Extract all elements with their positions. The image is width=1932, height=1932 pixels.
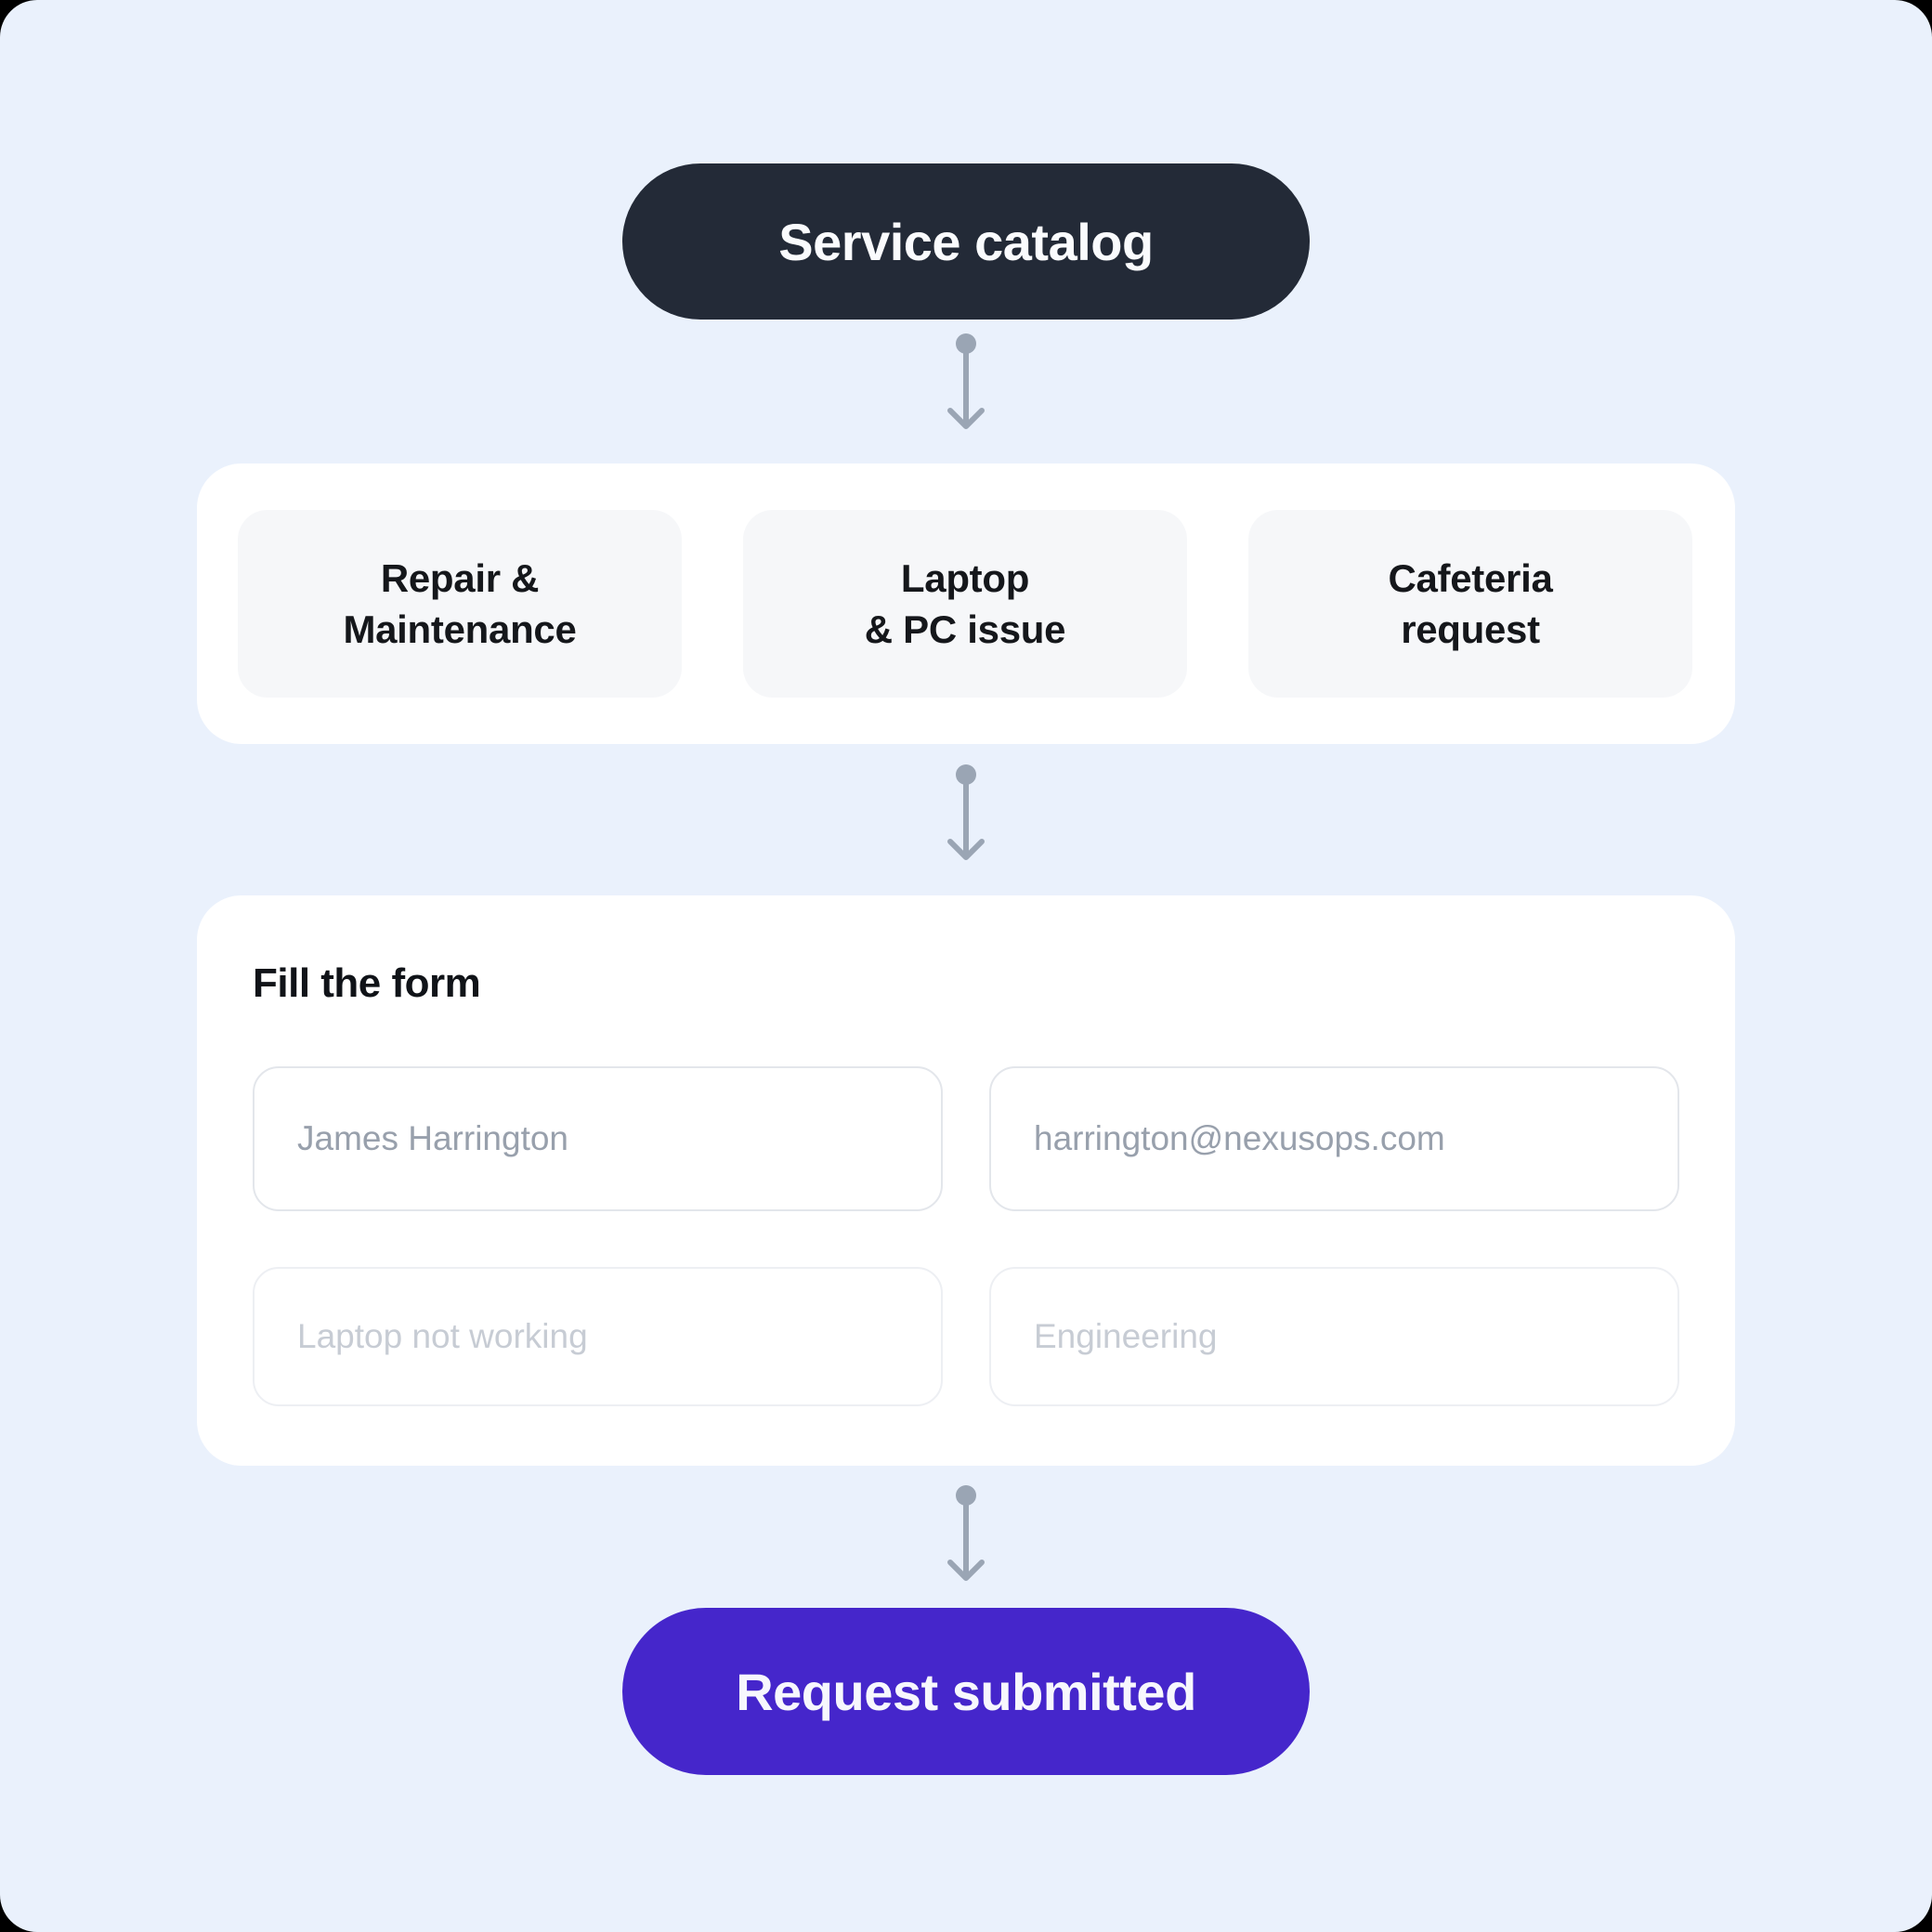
down-arrow-icon — [947, 764, 985, 860]
fill-form-card: Fill the form — [197, 895, 1735, 1466]
name-input[interactable] — [253, 1066, 943, 1212]
catalog-option-laptop-pc-issue[interactable]: Laptop & PC issue — [743, 510, 1187, 698]
issue-input[interactable] — [253, 1267, 943, 1407]
catalog-option-label: Cafeteria request — [1388, 555, 1553, 651]
department-input[interactable] — [989, 1267, 1679, 1407]
service-catalog-node: Service catalog — [622, 163, 1310, 320]
catalog-option-cafeteria-request[interactable]: Cafeteria request — [1248, 510, 1692, 698]
catalog-option-repair-maintenance[interactable]: Repair & Maintenance — [238, 510, 682, 698]
down-arrow-icon — [947, 333, 985, 429]
catalog-option-label: Repair & Maintenance — [343, 555, 577, 651]
service-options-card: Repair & Maintenance Laptop & PC issue C… — [197, 463, 1735, 744]
email-input[interactable] — [989, 1066, 1679, 1212]
form-fields — [253, 1066, 1679, 1407]
workflow-column: Service catalog Repair & Maintenance Lap… — [197, 163, 1735, 1775]
request-submitted-button[interactable]: Request submitted — [622, 1608, 1310, 1775]
form-title: Fill the form — [253, 960, 481, 1006]
down-arrow-icon — [947, 1485, 985, 1581]
catalog-option-label: Laptop & PC issue — [864, 555, 1066, 651]
